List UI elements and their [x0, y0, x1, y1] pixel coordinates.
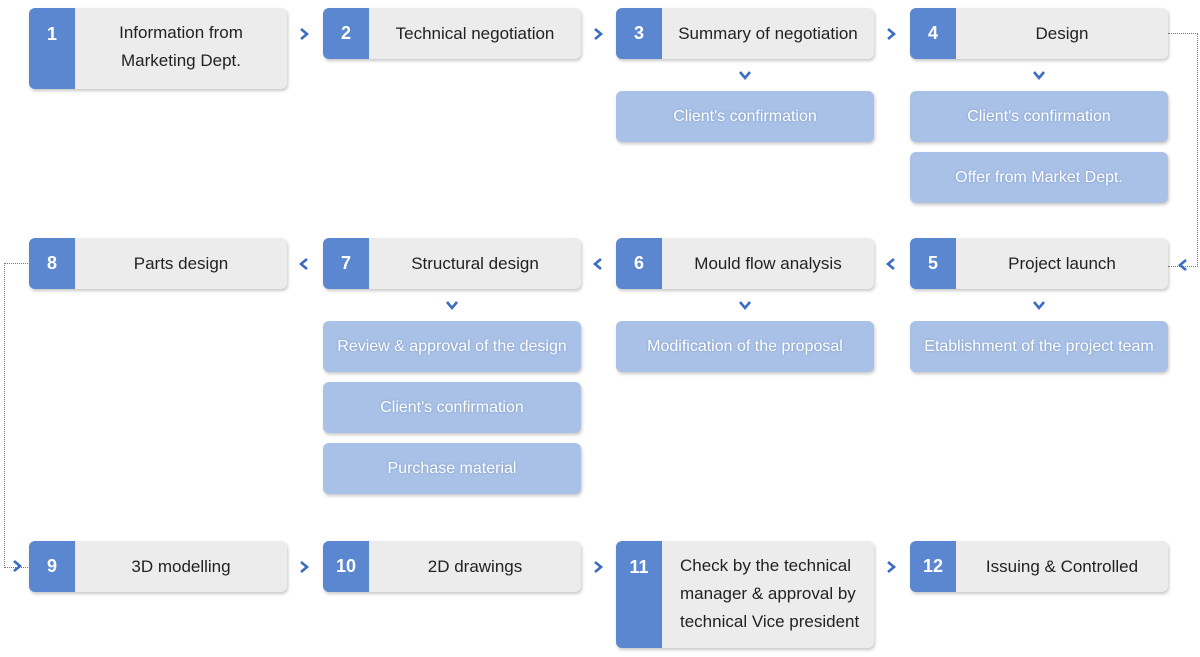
chevron-right-icon [594, 28, 604, 40]
substep-project-team: Etablishment of the project team [910, 321, 1168, 372]
chevron-right-icon [887, 28, 897, 40]
step-9: 9 3D modelling [29, 541, 287, 592]
step-3: 3 Summary of negotiation [616, 8, 874, 59]
step-number: 9 [29, 541, 75, 592]
substep-review-approval: Review & approval of the design [323, 321, 581, 372]
step-number: 3 [616, 8, 662, 59]
step-label: Structural design [411, 253, 539, 273]
step-label: Parts design [133, 253, 229, 273]
substep-offer-market: Offer from Market Dept. [910, 152, 1168, 203]
chevron-down-icon [1033, 71, 1045, 81]
step-number: 2 [323, 8, 369, 59]
step-1: 1 Information from Marketing Dept. [29, 8, 287, 89]
step-number: 6 [616, 238, 662, 289]
step-label: Issuing & Controlled [985, 556, 1139, 576]
substep-modification-proposal: Modification of the proposal [616, 321, 874, 372]
chevron-down-icon [446, 301, 458, 311]
step-number: 8 [29, 238, 75, 289]
substep-client-confirmation: Client's confirmation [616, 91, 874, 142]
step-10: 10 2D drawings [323, 541, 581, 592]
step-4: 4 Design [910, 8, 1168, 59]
step-number: 10 [323, 541, 369, 592]
chevron-right-icon [300, 28, 310, 40]
step-label: Check by the technical manager & approva… [680, 556, 860, 631]
step-5: 5 Project launch [910, 238, 1168, 289]
chevron-right-icon [300, 561, 310, 573]
step-number: 5 [910, 238, 956, 289]
step-label: 3D modelling [131, 556, 231, 576]
chevron-left-icon [298, 258, 308, 270]
step-number: 7 [323, 238, 369, 289]
chevron-down-icon [1033, 301, 1045, 311]
connector-8-to-9 [4, 263, 30, 568]
step-number: 1 [29, 8, 75, 89]
step-number: 4 [910, 8, 956, 59]
step-6: 6 Mould flow analysis [616, 238, 874, 289]
step-number: 11 [616, 541, 662, 648]
chevron-down-icon [739, 301, 751, 311]
step-label: Design [1035, 23, 1089, 43]
connector-4-to-5 [1168, 33, 1198, 267]
step-8: 8 Parts design [29, 238, 287, 289]
chevron-down-icon [739, 71, 751, 81]
chevron-left-icon [592, 258, 602, 270]
step-number: 12 [910, 541, 956, 592]
step-12: 12 Issuing & Controlled [910, 541, 1168, 592]
chevron-right-icon [887, 561, 897, 573]
substep-client-confirmation: Client's confirmation [910, 91, 1168, 142]
step-2: 2 Technical negotiation [323, 8, 581, 59]
chevron-right-icon [594, 561, 604, 573]
chevron-left-icon [1177, 259, 1187, 271]
chevron-left-icon [885, 258, 895, 270]
step-label: Mould flow analysis [694, 253, 842, 273]
substep-purchase-material: Purchase material [323, 443, 581, 494]
step-7: 7 Structural design [323, 238, 581, 289]
step-label: Project launch [1008, 253, 1116, 273]
step-11: 11 Check by the technical manager & appr… [616, 541, 874, 648]
step-label: Information from Marketing Dept. [119, 23, 243, 70]
substep-client-confirmation: Client's confirmation [323, 382, 581, 433]
step-label: Summary of negotiation [678, 23, 858, 43]
step-label: Technical negotiation [395, 23, 555, 43]
chevron-right-icon [13, 560, 23, 572]
step-label: 2D drawings [427, 556, 523, 576]
